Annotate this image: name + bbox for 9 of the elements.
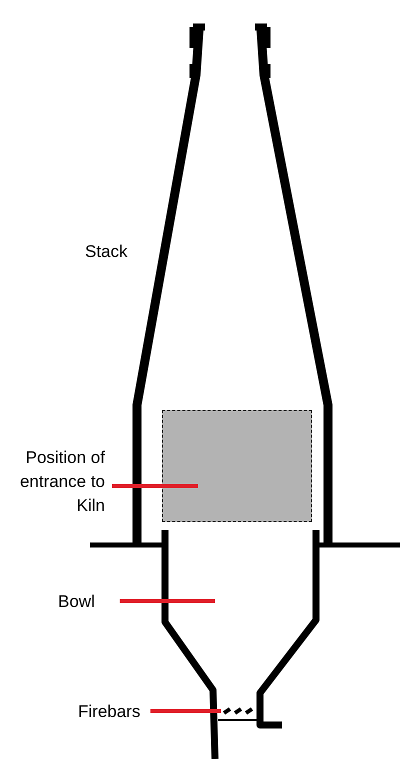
- leader-line: [150, 709, 221, 713]
- entrance-area: [162, 410, 312, 522]
- callout-label: Firebars: [78, 700, 140, 724]
- leader-line: [120, 599, 215, 603]
- firebars-symbol: [222, 707, 254, 715]
- part-label: Stack: [85, 241, 128, 263]
- callout-label: Bowl: [58, 590, 95, 614]
- callout-label: Position of entrance to Kiln: [5, 446, 105, 518]
- leader-line: [112, 484, 198, 488]
